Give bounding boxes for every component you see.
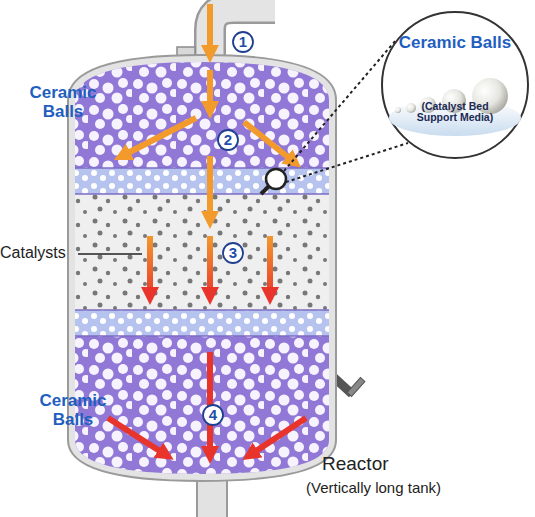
magnifier-handle xyxy=(261,186,269,194)
ceramic-ball xyxy=(406,103,416,113)
support-band xyxy=(60,168,350,194)
number-circle xyxy=(218,130,238,150)
callout-number: 2 xyxy=(217,129,239,151)
callout-outline xyxy=(380,10,530,160)
callout-circle: Ceramic Balls (Catalyst Bed Support Media… xyxy=(380,10,530,160)
callout-number: 4 xyxy=(209,407,217,424)
flow-arrow xyxy=(122,118,196,156)
part-label: Ceramic Balls xyxy=(28,392,118,429)
flow-arrow xyxy=(108,418,166,455)
ceramic-balls xyxy=(60,336,350,486)
number-circle xyxy=(203,405,223,425)
title-label: Reactor xyxy=(322,454,442,475)
vessel-contents xyxy=(60,50,350,486)
layer-border xyxy=(60,167,350,169)
flow-arrow xyxy=(244,122,294,162)
callout-number: 2 xyxy=(224,132,232,149)
ceramic-ball-layer xyxy=(60,336,350,486)
number-circle xyxy=(233,32,253,52)
callout-number: 3 xyxy=(229,245,237,262)
flow-arrow xyxy=(207,4,213,54)
ceramic-ball-layer xyxy=(60,50,350,168)
support-band xyxy=(60,310,350,336)
flow-arrow xyxy=(250,418,306,455)
layer-border xyxy=(60,309,350,311)
ceramic-balls xyxy=(60,50,350,168)
zoom-line xyxy=(286,143,408,182)
flow-arrows xyxy=(108,4,306,455)
layer-border xyxy=(60,193,350,195)
catalyst-particles xyxy=(60,194,350,310)
callout-number: 4 xyxy=(202,404,224,426)
callout-number: 1 xyxy=(239,34,247,51)
flow-arrow xyxy=(207,352,213,455)
flow-arrow xyxy=(267,236,273,296)
subtitle-label: (Vertically long tank) xyxy=(306,480,506,497)
leader-line xyxy=(78,253,142,255)
catalyst-bed xyxy=(60,194,350,310)
callout-number: 3 xyxy=(222,242,244,264)
flow-arrow xyxy=(147,236,153,296)
part-label: Ceramic Balls xyxy=(18,84,108,121)
callout-outline xyxy=(382,12,528,158)
part-label: Catalysts xyxy=(0,244,80,262)
magnifier xyxy=(266,169,286,189)
layer-border xyxy=(60,335,350,337)
callout-number: 1 xyxy=(232,31,254,53)
flow-arrow xyxy=(207,156,213,220)
flow-arrow xyxy=(207,70,213,110)
ceramic-ball xyxy=(395,107,401,113)
number-circle xyxy=(223,243,243,263)
callout-subtitle: (Catalyst Bed Support Media) xyxy=(410,101,500,124)
callout-title: Ceramic Balls xyxy=(385,34,525,53)
small-ceramic-balls xyxy=(60,310,350,336)
flow-arrow xyxy=(207,236,213,296)
small-ceramic-balls xyxy=(60,168,350,194)
side-nozzle-flange xyxy=(347,378,365,397)
